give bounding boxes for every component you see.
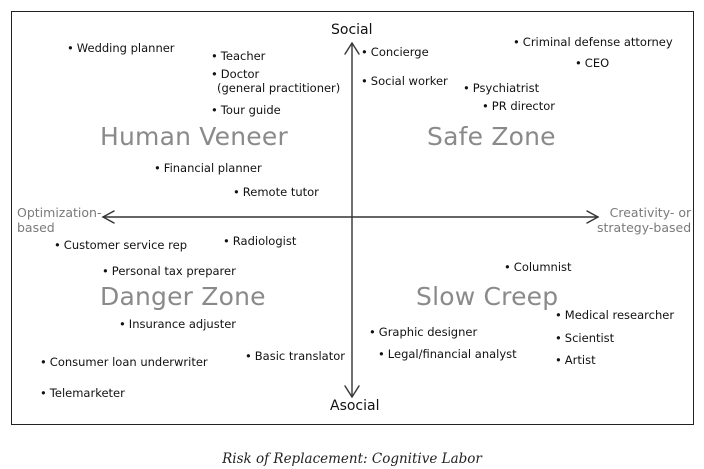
bullet: • (211, 67, 218, 81)
job-graphic-designer: •Graphic designer (369, 325, 477, 339)
job-label: Columnist (513, 260, 572, 274)
job-label: Criminal defense attorney (522, 35, 673, 49)
zone-human-veneer: Human Veneer (100, 122, 288, 151)
bullet: • (245, 349, 252, 363)
job-label: Concierge (370, 45, 429, 59)
axis-label-creativity: Creativity- or strategy-based (597, 205, 692, 235)
job-label: Doctor (general practitioner) (217, 67, 341, 95)
job-legal-financial-analyst: •Legal/financial analyst (378, 347, 517, 361)
job-teacher: •Teacher (211, 49, 265, 63)
zone-safe-zone: Safe Zone (427, 122, 556, 151)
job-label: Legal/financial analyst (387, 347, 517, 361)
job-basic-translator: •Basic translator (245, 349, 345, 363)
diagram-frame (11, 11, 694, 425)
axis-label-social: Social (331, 22, 373, 38)
job-tour-guide: •Tour guide (211, 103, 281, 117)
job-medical-researcher: •Medical researcher (555, 308, 674, 322)
job-label: Remote tutor (242, 185, 319, 199)
job-social-worker: •Social worker (361, 74, 448, 88)
job-label: Wedding planner (76, 41, 175, 55)
job-label: Insurance adjuster (128, 317, 237, 331)
job-doctor: •Doctor (general practitioner) (211, 67, 340, 95)
job-remote-tutor: •Remote tutor (233, 185, 319, 199)
job-label: Psychiatrist (472, 81, 540, 95)
bullet: • (54, 238, 61, 252)
bullet: • (555, 308, 562, 322)
job-label: CEO (584, 56, 610, 70)
job-label: Tour guide (220, 103, 281, 117)
bullet: • (67, 41, 74, 55)
job-telemarketer: •Telemarketer (40, 386, 125, 400)
bullet: • (102, 264, 109, 278)
down-arrowhead (344, 385, 360, 399)
bullet: • (40, 386, 47, 400)
bullet: • (361, 74, 368, 88)
job-label: Scientist (564, 331, 615, 345)
bullet: • (223, 234, 230, 248)
job-artist: •Artist (555, 353, 596, 367)
job-label: Radiologist (232, 234, 297, 248)
bullet: • (555, 353, 562, 367)
job-columnist: •Columnist (504, 260, 572, 274)
job-label: Artist (564, 353, 596, 367)
bullet: • (40, 355, 47, 369)
job-label: Teacher (220, 49, 266, 63)
job-label: Consumer loan underwriter (49, 355, 208, 369)
job-personal-tax-preparer: •Personal tax preparer (102, 264, 236, 278)
job-ceo: •CEO (575, 56, 609, 70)
bullet: • (513, 35, 520, 49)
job-label: Graphic designer (378, 325, 478, 339)
job-psychiatrist: •Psychiatrist (463, 81, 539, 95)
bullet: • (233, 185, 240, 199)
bullet: • (119, 317, 126, 331)
job-scientist: •Scientist (555, 331, 614, 345)
bullet: • (555, 331, 562, 345)
job-wedding-planner: •Wedding planner (67, 41, 175, 55)
job-concierge: •Concierge (361, 45, 429, 59)
job-label: Basic translator (254, 349, 345, 363)
figure-caption: Risk of Replacement: Cognitive Labor (222, 451, 482, 467)
bullet: • (361, 45, 368, 59)
job-label: Medical researcher (564, 308, 675, 322)
job-criminal-defense-attorney: •Criminal defense attorney (513, 35, 673, 49)
zone-slow-creep: Slow Creep (416, 282, 559, 311)
job-insurance-adjuster: •Insurance adjuster (119, 317, 236, 331)
zone-danger-zone: Danger Zone (100, 282, 266, 311)
bullet: • (575, 56, 582, 70)
bullet: • (482, 99, 489, 113)
job-label: PR director (491, 99, 556, 113)
bullet: • (463, 81, 470, 95)
job-customer-service-rep: •Customer service rep (54, 238, 187, 252)
bullet: • (154, 161, 161, 175)
up-arrowhead (344, 41, 360, 55)
bullet: • (504, 260, 511, 274)
job-radiologist: •Radiologist (223, 234, 296, 248)
job-financial-planner: •Financial planner (154, 161, 262, 175)
job-label: Personal tax preparer (111, 264, 236, 278)
axis-label-optimization: Optimization- based (17, 205, 102, 235)
job-pr-director: •PR director (482, 99, 555, 113)
job-label: Financial planner (163, 161, 262, 175)
bullet: • (211, 49, 218, 63)
axis-label-asocial: Asocial (330, 398, 380, 414)
bullet: • (378, 347, 385, 361)
job-label: Customer service rep (63, 238, 188, 252)
job-label: Social worker (370, 74, 448, 88)
job-consumer-loan-underwriter: •Consumer loan underwriter (40, 355, 208, 369)
bullet: • (211, 103, 218, 117)
right-arrowhead (586, 210, 600, 224)
bullet: • (369, 325, 376, 339)
left-arrowhead (101, 210, 115, 224)
job-label: Telemarketer (49, 386, 125, 400)
